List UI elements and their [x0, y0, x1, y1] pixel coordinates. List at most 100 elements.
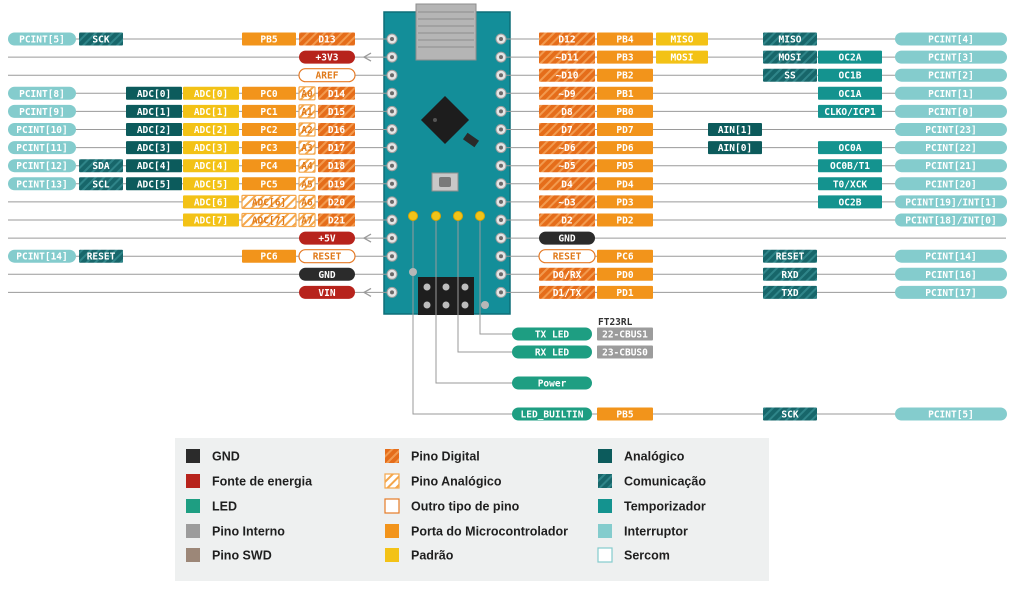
led-route-line: [412, 221, 512, 415]
extra-miso: MISO: [656, 32, 708, 46]
extra-pcint-2-box: [895, 68, 1007, 82]
extra-pcint-11: PCINT[11]: [8, 141, 76, 155]
extra-pcint-5-text: PCINT[5]: [19, 35, 65, 46]
pin-label-d20-box: [318, 195, 355, 209]
extra-adc-2: ADC[2]: [183, 123, 239, 136]
extra-pcint-14: PCINT[14]: [8, 249, 76, 263]
legend-label: Fonte de energia: [212, 475, 313, 489]
extra-pcint-4: PCINT[4]: [895, 32, 1007, 46]
pin-label-reset-text: RESET: [553, 252, 582, 263]
port-pd6: PD6: [597, 141, 653, 155]
port-pc3-box: [242, 141, 296, 155]
pin-hole-center: [499, 91, 503, 96]
extra-miso-box: [763, 32, 817, 46]
legend-item-anal-gico: Analógico: [598, 449, 685, 464]
extra-adc-6: ADC[6]: [241, 194, 297, 209]
extra-t0-xck-box: [818, 177, 882, 191]
pin-label-d15: D15: [318, 104, 355, 118]
extra-pcint-19-int-1-text: PCINT[19]/INT[1]: [905, 197, 997, 208]
legend-item-pino-anal-gico: Pino Analógico: [384, 473, 502, 489]
legend-item-padr-o: Padrão: [385, 548, 454, 563]
port-pd6-box: [597, 141, 653, 155]
icsp-header: [418, 277, 474, 315]
pin-label-d4-text: D4: [561, 179, 573, 190]
pin-hole-center: [390, 145, 394, 150]
extra-sck-text: SCK: [781, 410, 798, 421]
pin-label-d13: D13: [299, 32, 355, 46]
extra-23-cbus0-box: [597, 345, 653, 359]
extra-mosi-box: [656, 50, 708, 64]
legend-swatch: [385, 449, 399, 463]
pin-hole-center: [390, 181, 394, 186]
extra-miso-box: [656, 32, 708, 46]
pin-label-d0-rx: D0/RX: [539, 267, 595, 281]
extra-pcint-1-box: [895, 86, 1007, 100]
pin-label-d12-text: D12: [558, 35, 575, 46]
extra-pcint-9-text: PCINT[9]: [19, 107, 65, 118]
extra-ain-0: AIN[0]: [708, 141, 762, 155]
port-pb1-text: PB1: [616, 89, 633, 100]
legend-background: [175, 438, 769, 581]
analog-id-a7-text: A7: [301, 216, 312, 227]
port-pb3-text: PB3: [616, 53, 633, 64]
extra-mosi-box: [763, 50, 817, 64]
extra-pcint-11-text: PCINT[11]: [16, 143, 67, 154]
pin-label-d2-box: [539, 213, 595, 227]
extra-pcint-8-text: PCINT[8]: [19, 89, 65, 100]
pin-label-d13-box: [299, 32, 355, 46]
extra-reset-box: [763, 249, 817, 263]
analog-id-a5-box: [298, 176, 316, 191]
extra-sck: SCK: [79, 32, 123, 46]
port-pc0-box: [242, 86, 296, 100]
pin-hole-center: [390, 236, 394, 241]
legend-label: Outro tipo de pino: [411, 500, 520, 514]
extra-oc1a: OC1A: [818, 86, 882, 100]
pin-label-5v-text: +5V: [318, 234, 335, 245]
pin-hole-center: [390, 73, 394, 78]
pin-label-d4-box: [539, 177, 595, 191]
extra-scl: SCL: [79, 177, 123, 191]
port-pc0-text: PC0: [260, 89, 277, 100]
legend-swatch: [598, 524, 612, 538]
extra-ss: SS: [763, 68, 817, 82]
pin-label-reset: RESET: [538, 249, 596, 264]
extra-rxd-box: [763, 267, 817, 281]
extra-23-cbus0: 23-CBUS0: [597, 345, 653, 359]
port-pb0-text: PB0: [616, 107, 633, 118]
extra-ain-0-box: [708, 141, 762, 155]
port-pd0-text: PD0: [616, 270, 633, 281]
port-pd1-text: PD1: [616, 288, 633, 299]
pin-label-d6: ~D6: [539, 141, 595, 155]
pin-hole-center: [499, 254, 503, 259]
extra-pcint-0-box: [895, 104, 1007, 118]
extra-adc-3-text: ADC[3]: [137, 143, 171, 154]
extra-pcint-5-box: [895, 407, 1007, 421]
extra-pcint-14-text: PCINT[14]: [925, 252, 976, 263]
extra-22-cbus1-box: [597, 327, 653, 341]
extra-miso: MISO: [763, 32, 817, 46]
extra-adc-7-text: ADC[7]: [252, 216, 286, 227]
port-pd0: PD0: [597, 267, 653, 281]
pin-label-d16: D16: [318, 123, 355, 136]
extra-adc-5: ADC[5]: [183, 177, 239, 191]
pin-label-d0-rx-text: D0/RX: [553, 270, 582, 281]
pin-label-vin-text: VIN: [318, 288, 335, 299]
extra-adc-1-box: [126, 104, 182, 118]
pin-label-vin: VIN: [299, 285, 355, 299]
pin-hole-center: [499, 55, 503, 60]
extra-rxd-text: RXD: [781, 270, 798, 281]
pin-label-d9: ~D9: [539, 86, 595, 100]
extra-adc-1-text: ADC[1]: [194, 107, 228, 118]
legend-item-sercom: Sercom: [597, 547, 670, 563]
usb-connector-ridges: [418, 11, 474, 48]
pin-label-gnd: GND: [539, 231, 595, 245]
led-label-led-builtin-box: [512, 407, 592, 421]
port-pb0-box: [597, 104, 653, 118]
extra-pcint-0: PCINT[0]: [895, 104, 1007, 118]
extra-adc-2-text: ADC[2]: [137, 125, 171, 136]
extra-adc-0: ADC[0]: [126, 86, 182, 100]
extra-adc-7-text: ADC[7]: [194, 216, 228, 227]
extra-adc-5-box: [126, 177, 182, 191]
analog-id-a4-box: [298, 158, 316, 173]
extra-adc-5-text: ADC[5]: [137, 179, 171, 190]
